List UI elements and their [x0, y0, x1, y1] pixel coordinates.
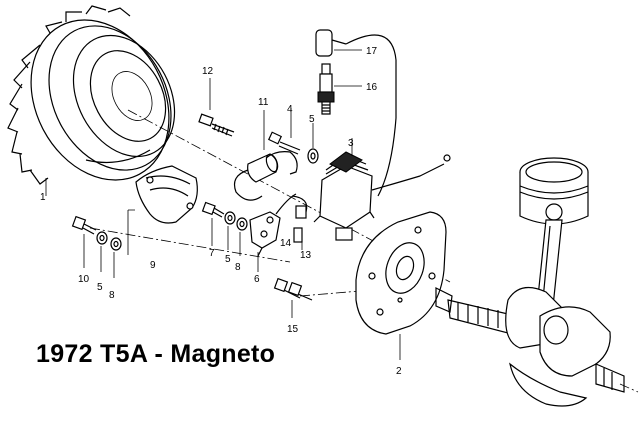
clip-14: [293, 227, 303, 243]
center-axis: [127, 109, 451, 283]
axis-left-screws: [89, 227, 291, 263]
callout-9: 9: [150, 260, 156, 271]
flywheel: [7, 5, 176, 185]
crank-axis-end: [619, 383, 639, 393]
ignition-coil-3: [313, 151, 451, 241]
callout-6: 6: [254, 274, 260, 285]
callout-5-upper: 5: [309, 114, 315, 125]
screw-7: [201, 201, 225, 218]
screws-15: [273, 277, 313, 301]
stator-plate-2: [355, 211, 447, 335]
callout-13: 13: [300, 250, 312, 261]
cover-9: [135, 165, 198, 224]
callout-4: 4: [287, 104, 293, 115]
screw-4: [267, 131, 301, 155]
callout-1: 1: [40, 192, 46, 203]
callout-16: 16: [366, 82, 378, 93]
piston: [519, 157, 589, 225]
spark-plug-16: [317, 63, 335, 115]
callout-12: 12: [202, 66, 214, 77]
lock-washer-5-left: [96, 231, 108, 245]
flat-washer-8-left: [110, 237, 122, 251]
callout-5-left: 5: [97, 282, 103, 293]
screw-12: [198, 113, 235, 137]
callout-7: 7: [209, 248, 215, 259]
callout-2: 2: [396, 366, 402, 377]
condenser-11: [233, 151, 298, 201]
spark-plug-cap-17: [315, 29, 397, 197]
callout-11: 11: [258, 97, 269, 108]
page-title: 1972 T5A - Magneto: [36, 340, 276, 368]
callout-3: 3: [348, 138, 354, 149]
callout-17: 17: [366, 46, 378, 57]
callout-14: 14: [280, 238, 292, 249]
callout-8-middle: 8: [235, 262, 241, 273]
lock-washer-5-upper: [307, 148, 319, 164]
callout-5-middle: 5: [225, 254, 231, 265]
callout-15: 15: [287, 324, 299, 335]
flat-washer-8-middle: [236, 217, 248, 231]
callout-10: 10: [78, 274, 90, 285]
lock-washer-5-middle: [224, 211, 236, 225]
breaker-points-6: [249, 193, 297, 257]
leader-9: [127, 209, 135, 255]
callout-8-left: 8: [109, 290, 115, 301]
terminal-screw: [295, 205, 307, 219]
crankshaft: [435, 286, 625, 407]
screw-10: [71, 215, 97, 235]
